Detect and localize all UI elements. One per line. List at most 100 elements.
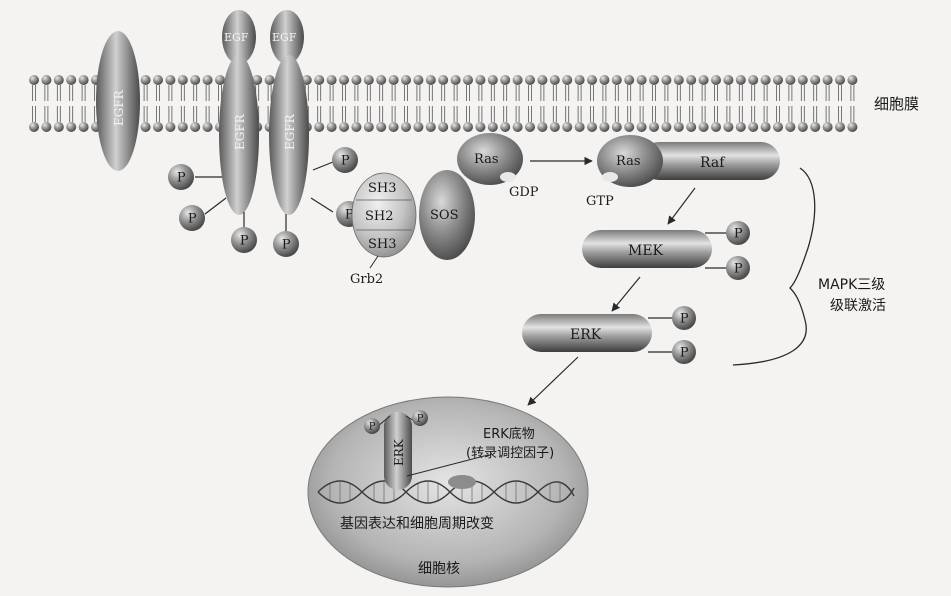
- mapk-label-line1: MAPK三级: [818, 277, 885, 293]
- lipid-head: [611, 122, 622, 132]
- egfr-receptor-left: EGFR: [96, 31, 140, 171]
- lipid-head: [810, 75, 821, 85]
- grb2-label: Grb2: [350, 272, 383, 287]
- lipid-head: [438, 75, 449, 85]
- lipid-head: [549, 122, 560, 132]
- lipid-head: [190, 75, 201, 85]
- sh3-label-bottom: SH3: [368, 237, 397, 252]
- lipid-head: [537, 122, 548, 132]
- arrow-mek-to-erk: [611, 276, 641, 312]
- mek-label: MEK: [628, 243, 664, 259]
- phosphate-circle: [672, 340, 696, 364]
- lipid-head: [425, 122, 436, 132]
- lipid-head: [53, 75, 64, 85]
- phosphate-circle: [412, 410, 428, 426]
- lipid-head: [165, 122, 176, 132]
- lipid-head: [797, 122, 808, 132]
- lipid-head: [686, 75, 697, 85]
- cell-membrane: [0, 75, 868, 132]
- lipid-head: [351, 122, 362, 132]
- nuclear-erk-label: ERK: [392, 438, 406, 466]
- lipid-head: [500, 75, 511, 85]
- lipid-head: [773, 122, 783, 132]
- erk-kinase: ERK: [522, 314, 673, 353]
- egf-label-1: EGF: [224, 31, 249, 44]
- lipid-head: [822, 75, 833, 85]
- lipid-head: [661, 122, 672, 132]
- lipid-head: [587, 75, 597, 85]
- phosphate-label: P: [734, 227, 743, 242]
- egfr-label-3: EGFR: [283, 113, 297, 150]
- sos-protein: SOS: [419, 170, 475, 260]
- lipid-head: [599, 122, 610, 132]
- egfr-receptor-right: EGF EGFR: [269, 10, 309, 215]
- lipid-head: [301, 75, 312, 85]
- lipid-head: [512, 75, 523, 85]
- lipid-head: [215, 75, 225, 85]
- egfr-label-1: EGFR: [112, 89, 126, 126]
- lipid-head: [29, 122, 39, 132]
- erk-phosphate-group: PP: [672, 306, 696, 364]
- lipid-head: [351, 75, 362, 85]
- lipid-head: [525, 122, 535, 132]
- lipid-head: [649, 75, 659, 85]
- phosphate-label: P: [734, 262, 743, 277]
- lipid-head: [363, 75, 374, 85]
- phosphate-circle: [168, 164, 194, 190]
- lipid-head: [401, 75, 411, 85]
- lipid-head: [649, 122, 659, 132]
- ras-gdp: Ras GDP: [457, 133, 539, 200]
- phosphate-label: P: [680, 312, 689, 327]
- lipid-head: [835, 75, 845, 85]
- lipid-head: [252, 75, 263, 85]
- phosphate-label: P: [417, 414, 424, 425]
- lipid-head: [562, 122, 573, 132]
- lipid-head: [785, 122, 796, 132]
- phosphate-label: P: [345, 208, 354, 223]
- nuclear-erk: [384, 412, 412, 490]
- lipid-head: [636, 75, 647, 85]
- lipid-head: [66, 122, 77, 132]
- gdp-label: GDP: [509, 185, 539, 200]
- gene-expression-label: 基因表达和细胞周期改变: [340, 515, 494, 532]
- ras-label-2: Ras: [616, 154, 641, 169]
- lipid-head: [748, 122, 759, 132]
- lipid-head: [487, 122, 498, 132]
- lipid-head: [463, 75, 473, 85]
- lipid-head: [314, 122, 325, 132]
- phosphate-label: P: [369, 422, 376, 433]
- lipid-head: [153, 122, 163, 132]
- mapk-cascade-bracket: [732, 167, 816, 366]
- lipid-head: [438, 122, 449, 132]
- lipid-head: [525, 75, 535, 85]
- lipid-head: [760, 75, 771, 85]
- lipid-head: [140, 122, 151, 132]
- lipid-head: [537, 75, 548, 85]
- lipid-head: [587, 122, 597, 132]
- phosphate-label: P: [177, 171, 186, 186]
- lipid-head: [723, 75, 734, 85]
- lipid-head: [686, 122, 697, 132]
- lipid-head: [388, 75, 399, 85]
- phosphate-label: P: [240, 234, 249, 249]
- lipid-head: [599, 75, 610, 85]
- lipid-head: [41, 122, 52, 132]
- lipid-head: [475, 122, 486, 132]
- lipid-head: [711, 122, 721, 132]
- mek-phosphate-group: PP: [726, 221, 750, 280]
- lipid-head: [698, 122, 709, 132]
- lipid-head: [78, 75, 89, 85]
- lipid-head: [835, 122, 845, 132]
- lipid-head: [735, 75, 746, 85]
- nucleus-label: 细胞核: [418, 561, 460, 577]
- gtp-label: GTP: [586, 194, 614, 209]
- phosphate-circle: [726, 256, 750, 280]
- lipid-head: [140, 75, 151, 85]
- lipid-head: [760, 122, 771, 132]
- lipid-head: [388, 122, 399, 132]
- lipid-head: [29, 75, 39, 85]
- phosphate-circle: [364, 418, 380, 434]
- sh3-label-top: SH3: [368, 181, 397, 196]
